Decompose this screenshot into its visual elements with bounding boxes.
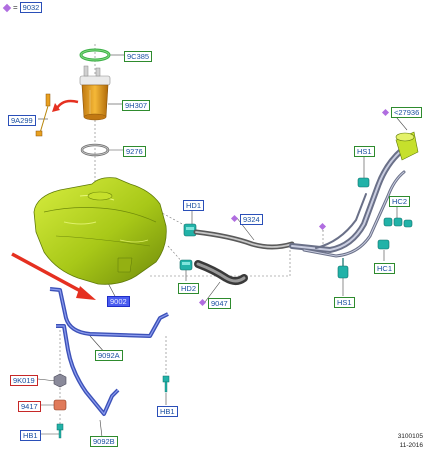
fuel-tank-9002[interactable]	[33, 177, 167, 285]
label-9c385[interactable]: 9C385	[124, 51, 153, 62]
leader-lines	[37, 54, 408, 438]
removal-direction-arrow-icon	[52, 99, 79, 112]
bolt-hb1-mid[interactable]	[162, 375, 170, 393]
clip-hc1[interactable]	[377, 239, 390, 250]
locking-ring-9c385[interactable]	[79, 48, 111, 62]
label-9k019[interactable]: 9K019	[10, 375, 38, 386]
label-27936[interactable]: <27936	[391, 107, 423, 118]
vent-hose-9324[interactable]	[193, 229, 295, 250]
label-hc1[interactable]: HC1	[374, 263, 396, 274]
legend-code: 9032	[19, 2, 43, 13]
label-9002[interactable]: 9002	[107, 296, 130, 307]
tank-strap-9092a[interactable]	[49, 287, 169, 338]
clip-hc2[interactable]	[383, 217, 413, 228]
label-hd1[interactable]: HD1	[183, 200, 205, 211]
seal-9276[interactable]	[80, 143, 110, 157]
fuel-pump-module-9h307[interactable]	[79, 65, 111, 121]
clip-hd2[interactable]	[179, 259, 193, 271]
label-9417[interactable]: 9417	[18, 401, 41, 412]
label-hs1-bottom[interactable]: HS1	[334, 297, 355, 308]
filler-hose-9047[interactable]	[194, 260, 248, 285]
label-hd2[interactable]: HD2	[178, 283, 200, 294]
clip-hs1-top[interactable]	[357, 177, 370, 188]
label-9a299[interactable]: 9A299	[8, 115, 36, 126]
diamond-icon	[2, 3, 12, 12]
tank-strap-9092b[interactable]	[56, 324, 120, 416]
legend: = 9032	[2, 2, 43, 13]
label-hb1-mid[interactable]: HB1	[157, 406, 178, 417]
fuel-level-sender-9a299[interactable]	[35, 93, 51, 137]
label-9324[interactable]: 9324	[240, 214, 263, 225]
label-9047[interactable]: 9047	[208, 298, 231, 309]
illustration-date: 11-2016	[399, 442, 423, 449]
label-hb1-left[interactable]: HB1	[20, 430, 41, 441]
legend-equals: =	[13, 3, 18, 12]
clip-hd1[interactable]	[183, 223, 197, 237]
label-9092b[interactable]: 9092B	[90, 436, 118, 447]
diamond-markers	[198, 108, 390, 307]
insulator-9417[interactable]	[53, 399, 67, 411]
nut-9k019[interactable]	[53, 373, 67, 388]
filler-cap-27936[interactable]	[395, 131, 419, 161]
attention-arrow-icon	[11, 252, 96, 300]
illustration-code: 3100105	[397, 433, 423, 440]
label-9276[interactable]: 9276	[123, 146, 146, 157]
bolt-hb1-left[interactable]	[56, 423, 64, 439]
label-hc2[interactable]: HC2	[389, 196, 411, 207]
label-9092a[interactable]: 9092A	[95, 350, 123, 361]
label-9h307[interactable]: 9H307	[122, 100, 151, 111]
label-hs1-top[interactable]: HS1	[354, 146, 375, 157]
clip-hs1-bottom[interactable]	[337, 258, 349, 279]
filler-pipe-assembly[interactable]	[289, 147, 406, 258]
